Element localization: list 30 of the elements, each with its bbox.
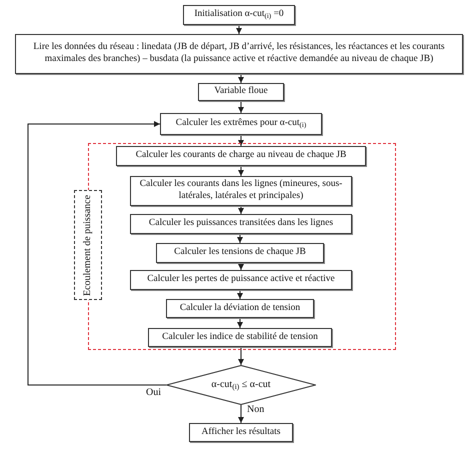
process-box: Lire les données du réseau : linedata (JB de départ, JB d’arrivé, les résistances, les réactances et les courants maximales des branches) – busdata (la puissance active et réactive demandée au niveau de chaque JB) xyxy=(15,34,463,74)
arrow xyxy=(238,404,244,424)
arrow xyxy=(238,262,244,270)
arrow xyxy=(238,74,244,84)
arrow xyxy=(238,346,244,366)
process-box: Calculer les puissances transitées dans les lignes xyxy=(130,214,352,234)
process-box: Variable floue xyxy=(198,83,284,101)
arrow xyxy=(238,100,244,114)
process-box: Initialisation α-cut$_{(i)}$ =0 xyxy=(183,5,295,25)
arrow xyxy=(237,234,243,244)
process-box: Afficher les résultats xyxy=(189,423,293,442)
process-box: Calculer les indice de stabilité de tension xyxy=(148,328,332,347)
dashed-label-box: Ecoulement de puissance xyxy=(74,190,102,300)
decision-text: α-cut$_{(i)}$ ≤ α-cut xyxy=(211,378,271,392)
edge-label: Non xyxy=(246,405,266,415)
process-box: Calculer les extrêmes pour α-cut$_{(i)}$ xyxy=(160,113,322,135)
arrow xyxy=(28,121,166,386)
edge-label: Oui xyxy=(145,388,162,398)
arrow xyxy=(238,166,244,176)
process-box: Calculer les pertes de puissance active et réactive xyxy=(130,270,352,290)
process-box: Calculer les tensions de chaque JB xyxy=(156,243,324,263)
decision-diamond xyxy=(166,365,316,405)
arrow xyxy=(237,318,243,328)
process-box: Calculer les courants de charge au niveau de chaque JB xyxy=(116,146,366,166)
arrow xyxy=(238,206,244,214)
arrow xyxy=(238,134,244,146)
arrow xyxy=(237,290,243,300)
process-box: Calculer les courants dans les lignes (mineures, sous-latérales, latérales et principales) xyxy=(130,176,352,206)
process-box: Calculer la déviation de tension xyxy=(166,299,314,318)
arrow xyxy=(236,24,242,34)
